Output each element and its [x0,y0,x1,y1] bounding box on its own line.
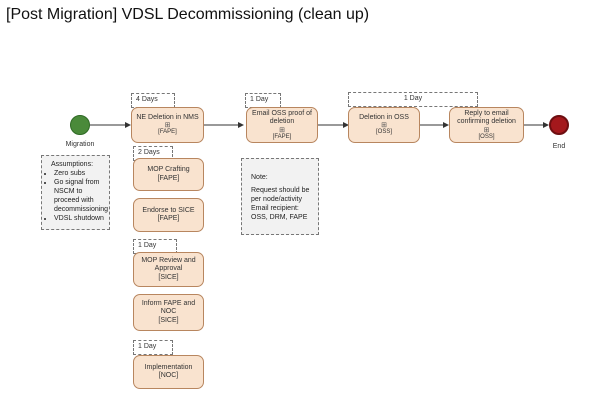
note-email-label: Email recipient: [251,205,299,212]
task-group: [NOC] [158,372,179,379]
task-label: Deletion in OSS [359,113,409,121]
note-body: Request should be per node/activity [251,187,310,203]
end-event-label: End [552,143,566,150]
task-group: [FAPE] [272,133,292,140]
task-group: [OSS] [375,129,392,136]
task-group: [FAPE] [157,174,180,182]
loop-icon: ⊞ [279,126,285,134]
page-title: [Post Migration] VDSL Decommissioning (c… [6,6,370,23]
loop-icon: ⊞ [483,126,490,134]
loop-icon: ⊞ [381,122,387,130]
task-label: NE Deletion in NMS [136,113,199,121]
task-mop-crafting[interactable]: MOP Crafting [FAPE] [133,158,204,191]
task-inform-fape[interactable]: Inform FAPE and NOC [SICE] [133,294,204,331]
note-recipients: OSS, DRM, FAPE [251,214,308,221]
duration-implementation: 1 Day [133,340,173,355]
duration-oss-deletion: 1 Day [348,92,478,107]
start-event-label: Migration [65,141,95,148]
list-item: Zero subs [54,169,106,178]
task-deletion-oss[interactable]: Deletion in OSS ⊞ [OSS] [348,107,420,143]
task-label: Email OSS proof of deletion [252,109,312,126]
note-annotation: Note: Request should be per node/activit… [241,158,319,235]
end-event[interactable] [549,115,569,135]
task-group: [SICE] [158,273,179,281]
list-item: Go signal from NSCM to proceed with deco… [54,178,108,214]
task-label: Reply to email confirming deletion [457,109,516,126]
task-label: Endorse to SICE [142,206,195,214]
task-label: Implementation [144,363,193,371]
task-group: [FAPE] [157,215,180,222]
task-mop-review[interactable]: MOP Review and Approval [SICE] [133,252,204,287]
task-label: MOP Review and Approval [141,256,196,273]
assumptions-list: Zero subs Go signal from NSCM to proceed… [45,169,108,223]
task-reply-email[interactable]: Reply to email confirming deletion ⊞ [OS… [449,107,524,143]
duration-ne-deletion: 4 Days [131,93,175,108]
note-heading: Note: [251,174,268,181]
task-group: [OSS] [478,133,495,140]
assumptions-annotation: Assumptions: Zero subs Go signal from NS… [41,155,110,230]
start-event[interactable] [70,115,90,135]
assumptions-heading: Assumptions: [51,161,94,168]
list-item: VDSL shutdown [54,214,106,223]
task-ne-deletion[interactable]: NE Deletion in NMS ⊞ [FAPE] [131,107,204,143]
loop-icon: ⊞ [164,122,171,130]
task-email-oss[interactable]: Email OSS proof of deletion ⊞ [FAPE] [246,107,318,143]
task-group: [FAPE] [158,129,177,136]
task-label: MOP Crafting [147,166,190,173]
task-endorse-sice[interactable]: Endorse to SICE [FAPE] [133,198,204,232]
task-group: [SICE] [158,316,179,324]
duration-email-oss: 1 Day [245,93,281,108]
task-label: Inform FAPE and NOC [141,299,196,316]
task-implementation[interactable]: Implementation [NOC] [133,355,204,389]
